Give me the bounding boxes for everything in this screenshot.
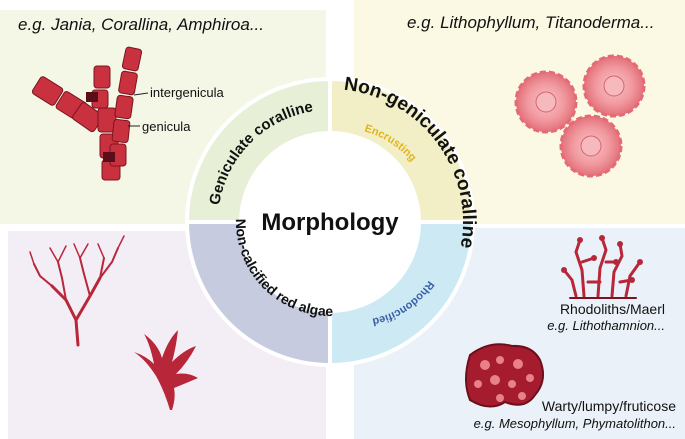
ring-segment-geniculate bbox=[184, 76, 332, 224]
tr-examples: e.g. Lithophyllum, Titanoderma... bbox=[407, 13, 654, 32]
pointer-intergenicula bbox=[133, 92, 149, 96]
warty-rhodolith-icon bbox=[465, 343, 545, 408]
warty-label: Warty/lumpy/fruticose bbox=[542, 398, 676, 414]
ring-segment-encrusting bbox=[328, 76, 476, 224]
tl-examples: e.g. Jania, Corallina, Amphiroa... bbox=[18, 15, 264, 34]
crust-disc-icon bbox=[514, 54, 646, 178]
coralline-segment-icon bbox=[31, 46, 143, 181]
center-disc bbox=[243, 135, 417, 309]
rhodolith-label: Rhodoliths/Maerl bbox=[560, 301, 665, 317]
rhodolith-icon bbox=[562, 236, 642, 299]
annotation-intergenicula: intergenicula bbox=[150, 85, 224, 100]
red-alga-icon bbox=[29, 235, 125, 347]
ring-segment-non-calcified bbox=[184, 220, 332, 368]
annotation-genicula: genicula bbox=[142, 119, 191, 134]
rhodolith-examples: e.g. Lithothamnion... bbox=[547, 318, 665, 333]
center-title: Morphology bbox=[261, 209, 399, 236]
red-alga-leafy-icon bbox=[134, 330, 198, 410]
warty-examples: e.g. Mesophyllum, Phymatolithon... bbox=[474, 416, 676, 431]
ring-segment-rhodoncified bbox=[328, 220, 476, 368]
